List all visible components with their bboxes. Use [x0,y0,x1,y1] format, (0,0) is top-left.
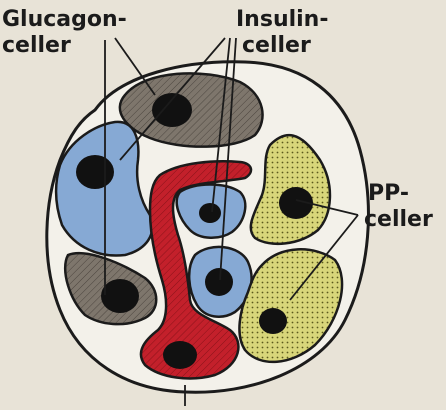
nucleus [76,155,114,189]
nucleus [199,203,221,223]
nucleus [205,268,233,296]
insulin-label-line1: Insulin- [236,7,328,32]
pp-label-line2: celler [364,207,433,232]
nucleus [163,341,197,369]
nucleus [152,93,192,127]
glucagon-label-line2: celler [2,33,71,58]
insulin-label-line2: celler [242,33,311,58]
pp-label-line1: PP- [368,181,409,206]
nucleus [101,279,139,313]
nucleus [259,308,287,334]
glucagon-label-line1: Glucagon- [2,7,127,32]
